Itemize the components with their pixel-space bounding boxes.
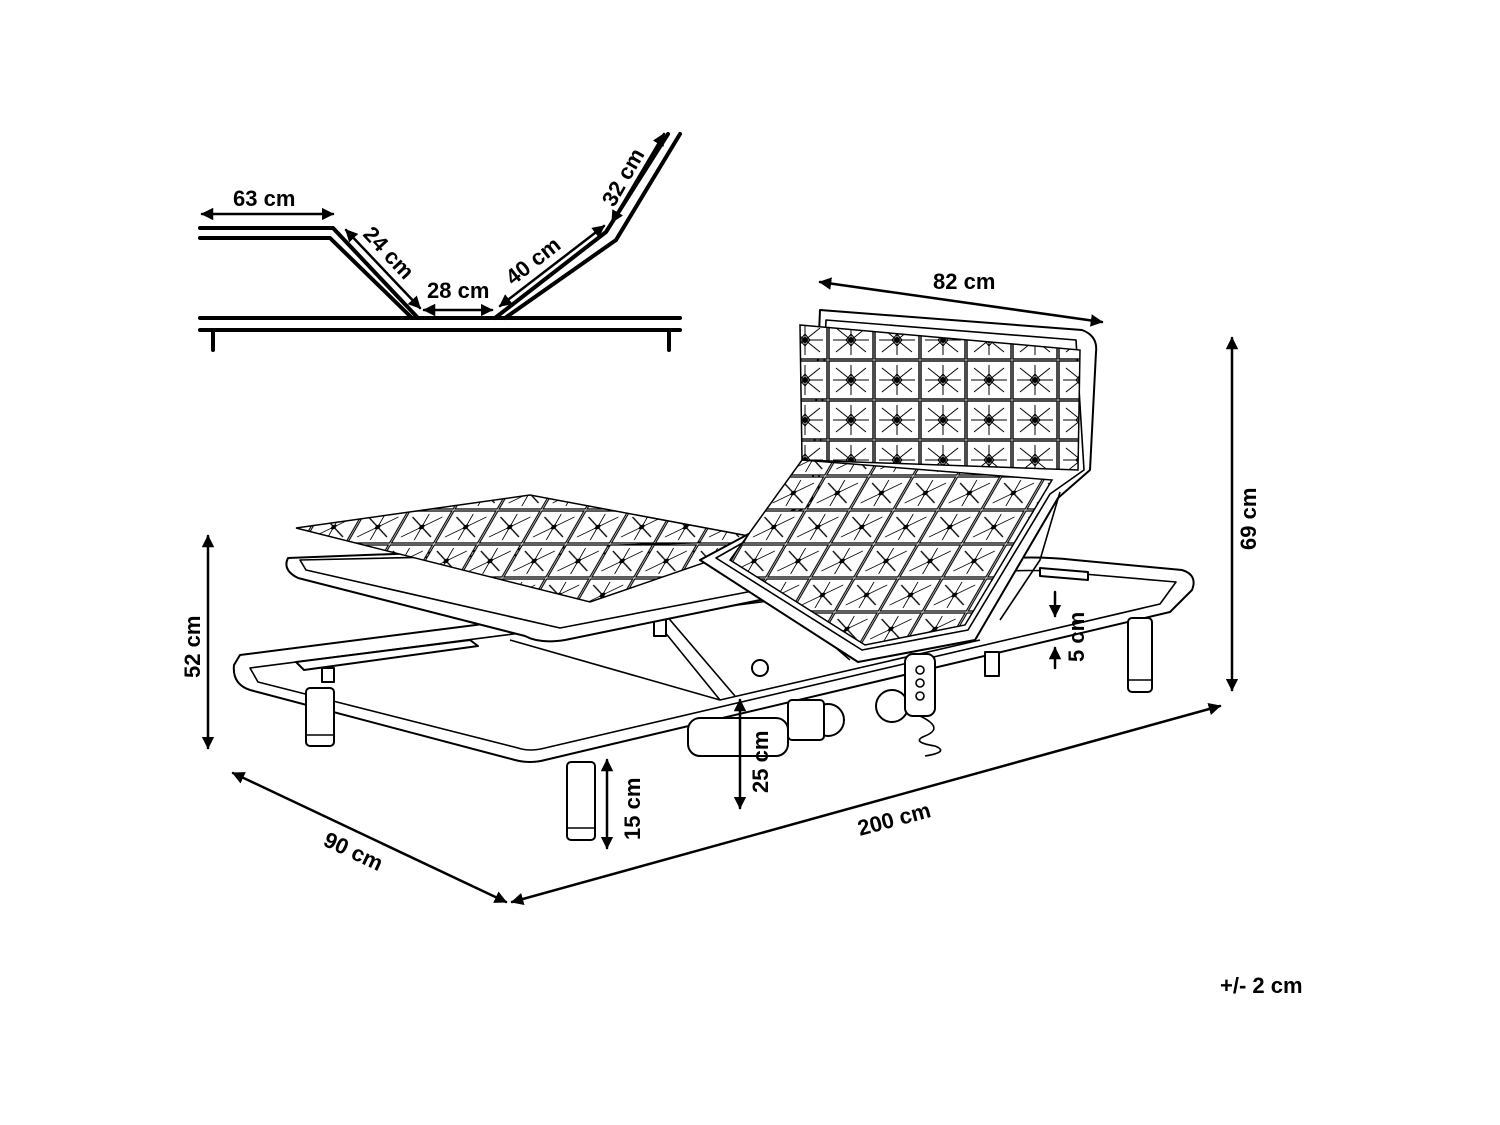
total-height-label: 69 cm (1236, 488, 1261, 550)
frame-height-label: 52 cm (180, 616, 205, 678)
tolerance-label: +/- 2 cm (1220, 973, 1303, 998)
bed-frame-drawing (232, 309, 1195, 841)
leg-height-label: 15 cm (620, 778, 645, 840)
seat-length-label: 63 cm (233, 186, 295, 211)
profile-schematic: 63 cm 24 cm 28 cm 40 cm 32 cm (198, 132, 682, 352)
middle-length-label: 28 cm (427, 278, 489, 303)
dimension-arrows (201, 277, 1239, 906)
motor-height-label: 25 cm (748, 731, 773, 793)
gap-height-label: 5 cm (1064, 612, 1089, 662)
width-label: 90 cm (320, 827, 387, 876)
head-width-label: 82 cm (933, 269, 995, 294)
